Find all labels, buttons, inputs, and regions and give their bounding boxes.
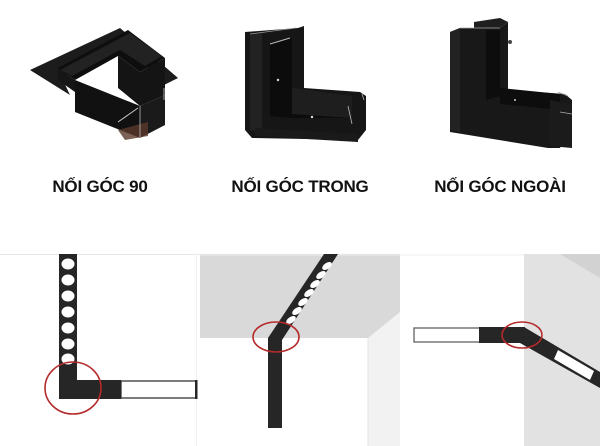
highlight-circle [44, 361, 102, 415]
product-label-corner-90: NỐI GÓC 90 [52, 177, 148, 196]
product-label-outer-corner: NỐI GÓC NGOÀI [434, 177, 566, 196]
corner-90-track-icon [30, 28, 178, 140]
diagram-outer-corner [400, 254, 600, 446]
track-corner-90-diagram-icon [0, 254, 200, 446]
product-image-corner-90 [0, 0, 200, 160]
track-outer-corner-diagram-icon [400, 254, 600, 446]
outer-corner-track-icon [450, 18, 573, 148]
diagram-inner-corner [200, 254, 400, 446]
product-label-inner-corner: NỐI GÓC TRONG [231, 177, 369, 196]
highlight-circle [252, 321, 300, 353]
diagram-corner-90 [0, 254, 200, 446]
product-image-inner-corner [200, 0, 400, 160]
highlight-circle [501, 321, 543, 349]
inner-corner-track-icon [245, 26, 366, 142]
product-image-outer-corner [400, 0, 600, 160]
track-inner-corner-diagram-icon [200, 254, 400, 446]
